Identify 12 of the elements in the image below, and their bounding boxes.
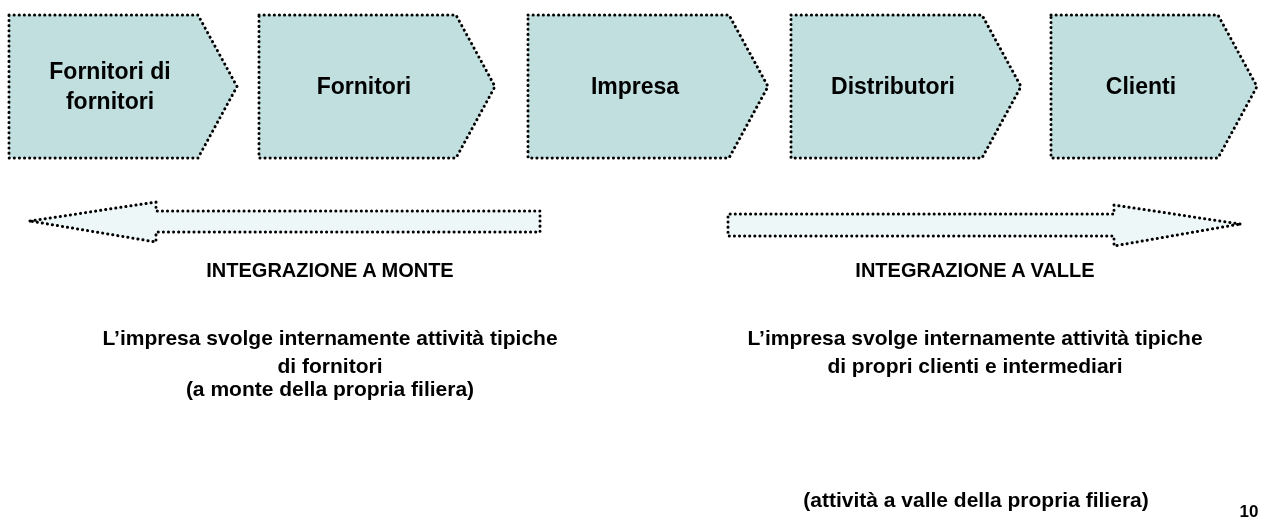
description-text: L’impresa svolge internamente attività tipiche di fornitori bbox=[101, 325, 559, 379]
section-heading: INTEGRAZIONE A VALLE bbox=[854, 258, 1096, 283]
stage-label: Impresa bbox=[590, 71, 680, 101]
stage-label: Fornitori bbox=[316, 71, 412, 101]
page-number: 10 bbox=[1238, 501, 1260, 523]
section-heading: INTEGRAZIONE A MONTE bbox=[205, 258, 455, 283]
note-text: (attività a valle della propria filiera) bbox=[802, 487, 1150, 513]
stage-label: Fornitori di fornitori bbox=[48, 56, 172, 116]
stage-label: Distributori bbox=[831, 71, 955, 101]
note-text: (a monte della propria filiera) bbox=[184, 376, 476, 402]
description-text: L’impresa svolge internamente attività tipiche di propri clienti e intermediari bbox=[746, 325, 1204, 379]
stage-label: Clienti bbox=[1105, 71, 1177, 101]
